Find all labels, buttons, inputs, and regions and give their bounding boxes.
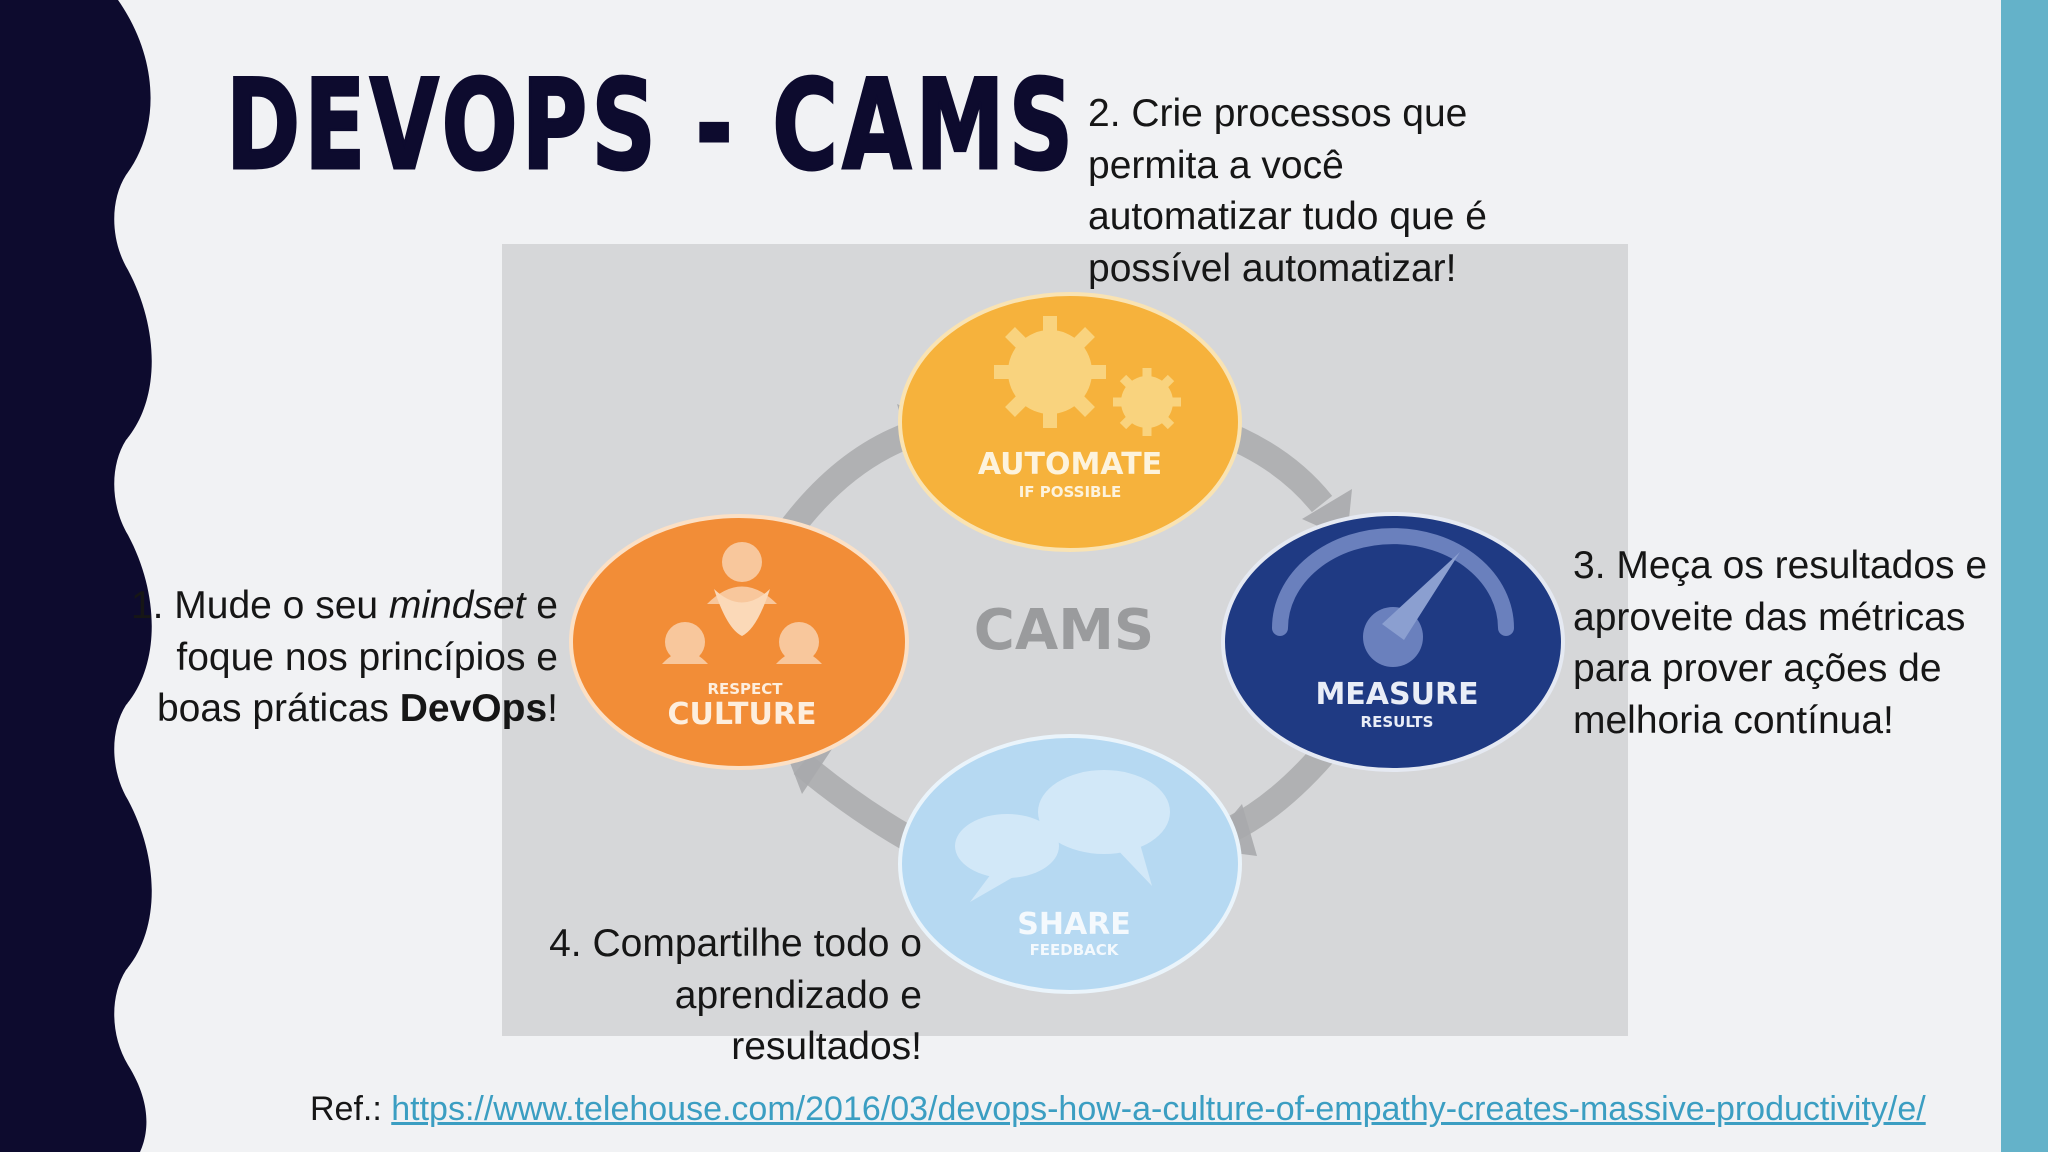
- arrow-culture-to-automate: [776, 421, 917, 542]
- cams-diagram: CAMS Automate IF POSSIBLE: [502, 244, 1628, 1036]
- callout-text: !: [547, 687, 558, 730]
- speech-bubbles-icon: [955, 770, 1170, 902]
- measure-sublabel: RESULTS: [1361, 713, 1434, 731]
- callout-culture: 1. Mude o seu mindset e foque nos princí…: [128, 580, 558, 735]
- reference-label: Ref.:: [310, 1090, 392, 1128]
- left-wave-band: [0, 0, 152, 1152]
- node-culture: RESPECT Culture: [569, 514, 909, 770]
- culture-sublabel: RESPECT: [707, 680, 783, 698]
- callout-number: 2.: [1088, 92, 1121, 135]
- right-accent-bar: [2001, 0, 2048, 1152]
- slide-title: DEVOPS - CAMS: [225, 54, 1078, 198]
- callout-text: Meça os resultados e aproveite das métri…: [1573, 544, 1988, 742]
- callout-number: 1.: [130, 584, 164, 627]
- callout-number: 3.: [1573, 544, 1606, 587]
- reference-line: Ref.: https://www.telehouse.com/2016/03/…: [310, 1090, 1926, 1129]
- gears-icon: [994, 316, 1181, 436]
- callout-text: Compartilhe todo o aprendizado e resulta…: [581, 922, 922, 1068]
- culture-label: Culture: [668, 697, 817, 732]
- node-share: Share FEEDBACK: [898, 734, 1242, 994]
- callout-bold: DevOps: [399, 687, 548, 730]
- cams-center-label: CAMS: [974, 598, 1155, 663]
- reference-link[interactable]: https://www.telehouse.com/2016/03/devops…: [391, 1090, 1926, 1128]
- automate-sublabel: IF POSSIBLE: [1019, 483, 1122, 501]
- node-automate: Automate IF POSSIBLE: [898, 292, 1242, 552]
- node-measure: Measure RESULTS: [1221, 512, 1565, 772]
- gauge-icon: [1272, 528, 1514, 667]
- measure-label: Measure: [1315, 677, 1478, 712]
- share-sublabel: FEEDBACK: [1030, 941, 1120, 959]
- callout-text: e foque nos princípios e boas práticas: [156, 584, 558, 730]
- callout-text: Crie processos que permita a você automa…: [1088, 92, 1487, 290]
- callout-measure: 3. Meça os resultados e aproveite das mé…: [1573, 540, 2013, 746]
- callout-share: 4. Compartilhe todo o aprendizado e resu…: [520, 918, 922, 1073]
- callout-automate: 2. Crie processos que permita a você aut…: [1088, 88, 1528, 294]
- people-circle-icon: [662, 542, 822, 664]
- callout-number: 4.: [549, 922, 582, 965]
- callout-text: Mude o seu: [163, 584, 389, 627]
- callout-emphasis: mindset: [388, 584, 526, 627]
- share-label: Share: [1017, 907, 1131, 942]
- automate-label: Automate: [978, 447, 1162, 482]
